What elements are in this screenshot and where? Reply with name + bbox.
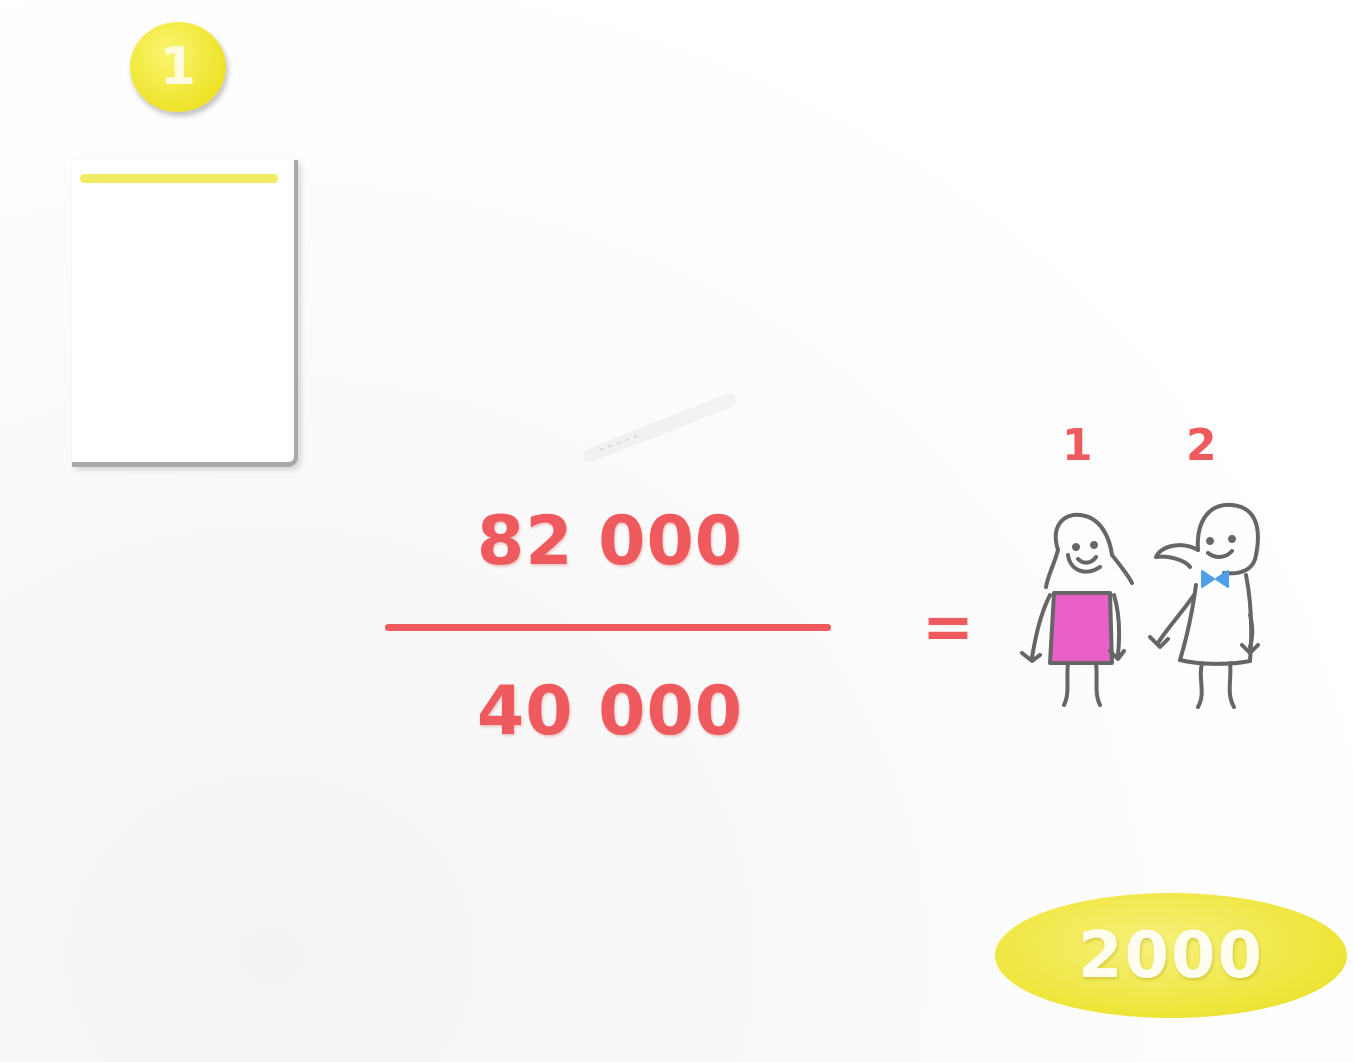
step-number-badge: 1	[130, 22, 226, 112]
fraction-denominator: 40 000	[380, 672, 840, 751]
pencil-sketch-icon	[580, 380, 750, 480]
man-figure-icon	[1150, 505, 1258, 707]
card-highlight-stripe	[80, 174, 278, 183]
step-number: 1	[160, 41, 196, 93]
stick-figures	[1010, 495, 1280, 720]
fraction-numerator: 82 000	[380, 502, 840, 581]
fraction-bar	[385, 624, 831, 631]
figure-label-1: 1	[1062, 420, 1093, 471]
year-badge: 2000	[995, 893, 1347, 1018]
woman-figure-icon	[1022, 515, 1132, 705]
blank-card	[72, 160, 298, 467]
equals-sign: =	[922, 590, 974, 663]
figure-label-2: 2	[1186, 420, 1217, 471]
year-label: 2000	[1078, 919, 1264, 993]
